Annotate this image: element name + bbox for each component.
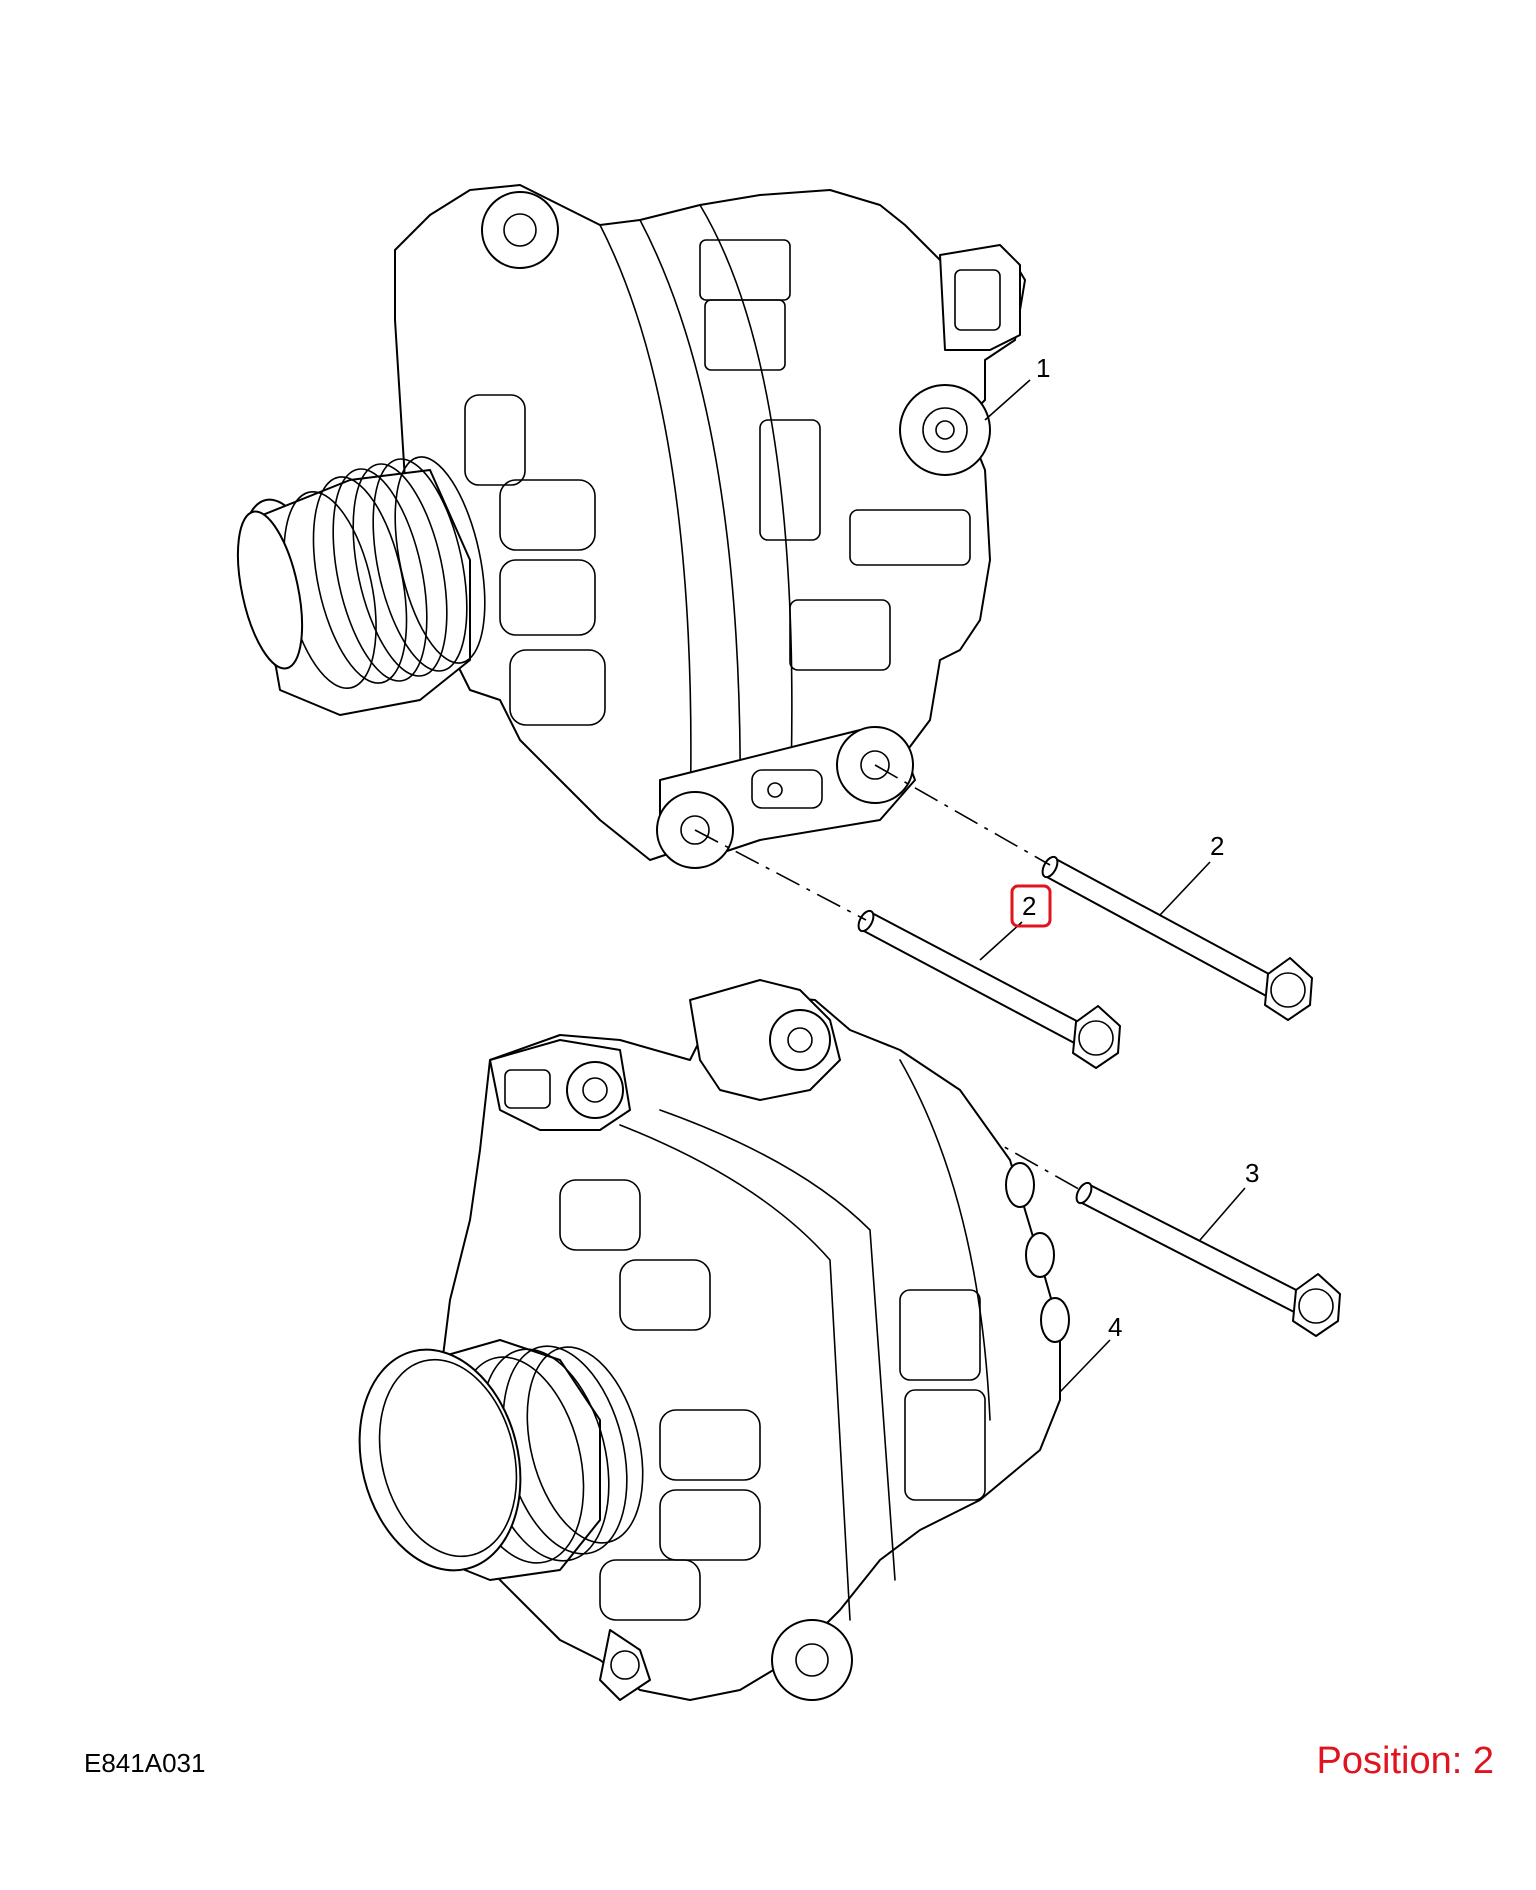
callout-2-highlighted: 2 (979, 884, 1052, 961)
callout-2-upper-label: 2 (1210, 831, 1224, 861)
callout-1: 1 (984, 353, 1050, 421)
callout-3-label: 3 (1245, 1158, 1259, 1188)
callout-4-label: 4 (1108, 1312, 1122, 1342)
figure-code: E841A031 (84, 1748, 206, 1778)
bolt-upper-right (1041, 855, 1313, 1021)
callout-2-upper: 2 (1159, 831, 1224, 916)
callout-1-label: 1 (1036, 353, 1050, 383)
alternator-lower-view (358, 979, 1070, 1701)
callout-2-highlighted-label: 2 (1022, 891, 1036, 921)
callout-4: 4 (1059, 1312, 1122, 1393)
position-label: Position: 2 (1316, 1740, 1494, 1782)
callout-3: 3 (1199, 1158, 1259, 1241)
callout-highlight-box (1010, 884, 1052, 928)
bolt-lower (1075, 1181, 1341, 1337)
alternator-upper-view (236, 184, 1026, 869)
bolt-middle (857, 909, 1121, 1069)
